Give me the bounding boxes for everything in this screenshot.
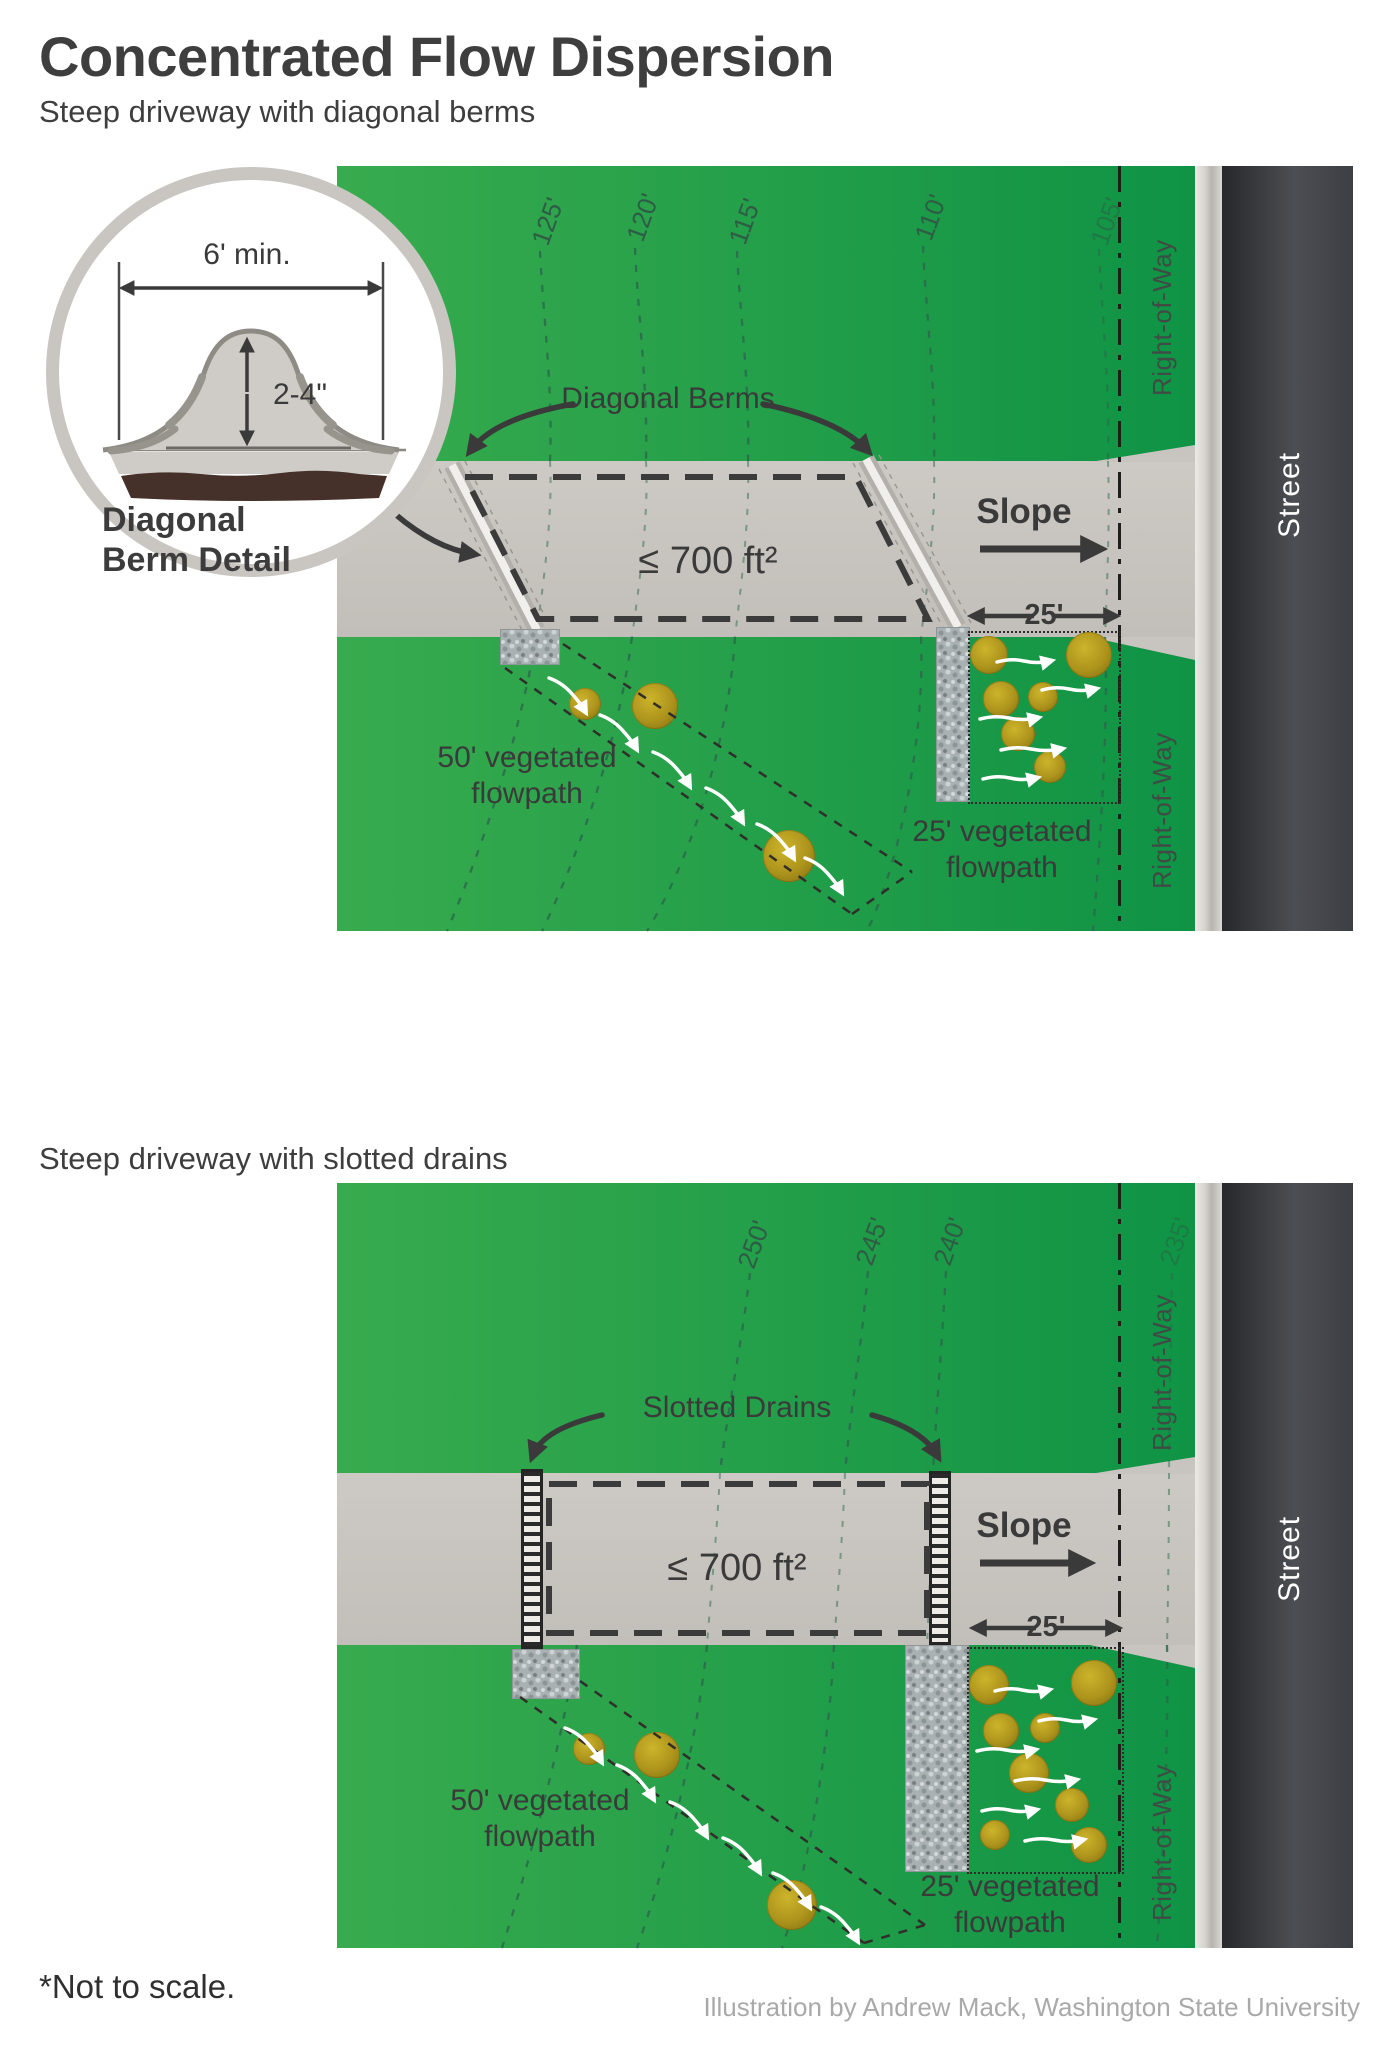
detail-pointer-arrow <box>392 511 482 563</box>
flowpath50-label: 50' vegetated flowpath <box>440 1783 640 1855</box>
bush <box>980 1820 1010 1850</box>
detail-caption-line1: Diagonal <box>102 501 246 539</box>
area-label: ≤ 700 ft² <box>667 1547 807 1589</box>
soil-layer <box>121 470 387 501</box>
flowpath50-corridor <box>504 642 913 916</box>
flow-arrows <box>547 655 1102 897</box>
flowpath50-line1: 50' vegetated <box>450 1784 630 1817</box>
flowpath25-boundary <box>967 1647 1124 1874</box>
berm-height-dimension: 2-4" <box>272 378 327 411</box>
diagram2-subtitle: Steep driveway with slotted drains <box>39 1141 508 1176</box>
flowpath25-line1: 25' vegetated <box>920 1870 1100 1903</box>
flowpath25-line2: flowpath <box>954 1906 1066 1939</box>
area-label: ≤ 700 ft² <box>638 540 778 582</box>
feature-callout-label: Diagonal Berms <box>561 382 775 415</box>
contour-lines-layer <box>438 245 1110 932</box>
flowpath50-label: 50' vegetated flowpath <box>427 740 627 812</box>
flowpath25-line1: 25' vegetated <box>912 815 1092 848</box>
detail-caption-line2: Berm Detail <box>102 541 291 579</box>
flowpath50-line2: flowpath <box>471 777 583 810</box>
right-of-way-label-top: Right-of-Way <box>1147 239 1177 396</box>
dispersion-area-outline <box>460 474 933 622</box>
diagram1-map: 125' 120' 115' 110' 105' Diagonal Berms … <box>337 166 1353 932</box>
right-of-way-label-top: Right-of-Way <box>1147 1294 1177 1451</box>
setback-dimension-label: 25' <box>1024 599 1064 631</box>
bush <box>983 681 1019 717</box>
street-surface <box>1222 166 1353 931</box>
flow-arrows <box>563 1684 1099 1946</box>
bush <box>969 1665 1009 1705</box>
street-surface <box>1222 1183 1353 1948</box>
right-of-way-label-bottom: Right-of-Way <box>1147 1764 1177 1921</box>
slotted-drain-left <box>521 1469 543 1649</box>
upper-grass-area <box>337 1183 1195 1473</box>
callout-arrow-left <box>465 401 576 458</box>
callout-arrow-right <box>869 1412 942 1463</box>
bush <box>1071 1660 1117 1706</box>
berm-width-dimension: 6' min. <box>203 238 291 271</box>
page-title: Concentrated Flow Dispersion <box>39 25 835 88</box>
detail-caption: Diagonal Berm Detail <box>102 500 291 580</box>
street-label: Street <box>1273 1515 1306 1602</box>
flowpath25-label: 25' vegetated flowpath <box>902 814 1102 886</box>
diagram2-map: 250' 245' 240' 235' Slotted Drains ≤ 700… <box>337 1183 1353 1949</box>
illustration-credit: Illustration by Andrew Mack, Washington … <box>703 1992 1360 2022</box>
feature-callout-label: Slotted Drains <box>642 1391 832 1424</box>
right-of-way-label-bottom: Right-of-Way <box>1147 732 1177 889</box>
bush <box>983 1713 1019 1749</box>
right-of-way-line <box>1118 1183 1121 1948</box>
bush <box>632 683 678 729</box>
annotation-layer <box>519 1412 1124 1946</box>
scale-note: *Not to scale. <box>39 1968 236 2005</box>
callout-arrow-right <box>760 401 874 457</box>
rock-pad-left <box>512 1649 580 1699</box>
berm-cross-section <box>102 262 406 501</box>
bush <box>1055 1788 1089 1822</box>
callout-arrow-left <box>527 1412 605 1464</box>
bush <box>634 1732 680 1778</box>
slope-label: Slope <box>976 1506 1072 1545</box>
berm-mound <box>102 328 400 453</box>
flowpath25-label: 25' vegetated flowpath <box>910 1869 1110 1941</box>
flowpath25-line2: flowpath <box>946 851 1058 884</box>
setback-dimension-label: 25' <box>1026 1611 1066 1643</box>
flowpath50-line1: 50' vegetated <box>437 741 617 774</box>
right-of-way-line <box>1118 166 1121 931</box>
flowpath50-line2: flowpath <box>484 1820 596 1853</box>
rock-strip-right <box>936 627 970 802</box>
curb-strip <box>1195 1183 1222 1948</box>
flowpath25-boundary <box>968 631 1121 804</box>
bush <box>970 636 1008 674</box>
slotted-drain-right <box>929 1471 951 1645</box>
curb-strip <box>1195 166 1222 931</box>
diagram1-subtitle: Steep driveway with diagonal berms <box>39 94 536 129</box>
bush <box>1066 632 1112 678</box>
rock-strip-right <box>905 1645 969 1872</box>
rock-pad-left <box>500 629 560 665</box>
street-label: Street <box>1273 451 1306 538</box>
annotation-layer <box>392 401 1122 916</box>
slope-label: Slope <box>976 492 1072 531</box>
upper-grass-area <box>337 166 1195 461</box>
driveway <box>337 1473 1195 1645</box>
diagonal-berm-right <box>852 454 972 632</box>
